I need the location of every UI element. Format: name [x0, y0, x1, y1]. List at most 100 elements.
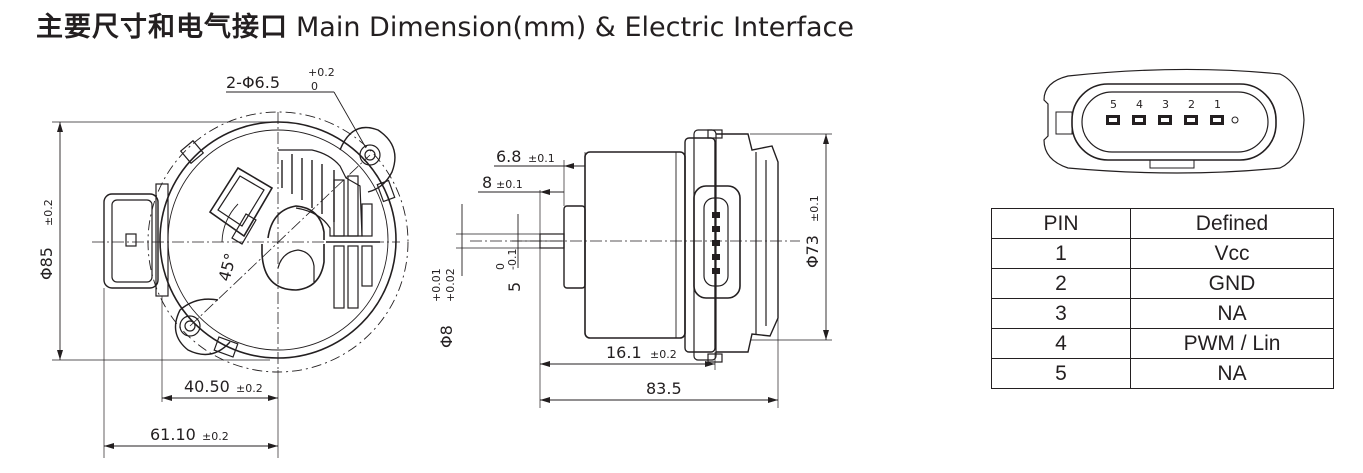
pin-number-5: 5: [1110, 98, 1117, 111]
defined-cell: GND: [1130, 268, 1334, 299]
side-rear-cover: [716, 133, 779, 353]
table-row: 2 GND: [991, 268, 1334, 299]
title-chinese: 主要尺寸和电气接口: [36, 12, 288, 43]
header-defined: Defined: [1130, 208, 1334, 239]
terminal-block-1: [333, 179, 345, 237]
dim-83-5-value: 83.5: [646, 379, 682, 398]
pin-number-3: 3: [1162, 98, 1169, 111]
dim-16-1-value: 16.1: [606, 343, 642, 362]
terminal-block-5: [347, 245, 359, 309]
u-cutout-top: [267, 205, 325, 240]
dim-8-value: 8: [482, 173, 492, 192]
w61-arrow-right: [268, 443, 278, 449]
mounting-hole-bottom-inner: [184, 320, 196, 332]
side-connector-pins: [712, 212, 720, 274]
body-diameter: Φ73: [803, 235, 822, 268]
d68-arrow: [564, 163, 574, 169]
ribs-top: [281, 154, 335, 222]
shaft-tol-upper: +0.01: [430, 268, 443, 302]
dim-6-8-value: 6.8: [496, 147, 521, 166]
rib-frame-top: [278, 149, 363, 237]
terminal-block-2: [347, 175, 359, 237]
title-english: Main Dimension(mm) & Electric Interface: [296, 12, 854, 43]
front-view: 45° 2-Φ6.5 +0.2 0 Φ85 ±0.2 40.50 ±0.2 61…: [37, 66, 409, 458]
shaft-collar: [563, 205, 586, 289]
width-40-value: 40.50: [184, 377, 230, 396]
u-cutout-inner: [277, 249, 315, 282]
connector-shell: [1043, 68, 1305, 174]
connector-side-lock: [1055, 111, 1073, 135]
pin-number-2: 2: [1188, 98, 1195, 111]
table-row: 5 NA: [991, 358, 1334, 389]
pin-cell: 4: [991, 328, 1131, 359]
d835-arrow-left: [540, 397, 550, 403]
u-cutout-bottom: [261, 244, 325, 291]
socket-inner: [217, 175, 265, 227]
d161-arrow-right: [705, 361, 715, 367]
clip-bottom: [213, 336, 239, 358]
side-connector-inner: [703, 197, 729, 287]
hole-dimension: 2-Φ6.5: [226, 73, 280, 92]
shaft-tol-lower: +0.02: [444, 268, 457, 302]
hole-leader-diag: [333, 91, 367, 149]
width-61-value: 61.10: [150, 425, 196, 444]
connector-outer-frame: [1071, 83, 1277, 161]
phi73-arrow-top: [823, 134, 829, 144]
w40-arrow-right: [268, 395, 278, 401]
table-row: 4 PWM / Lin: [991, 328, 1334, 359]
angle-label: 45°: [215, 251, 241, 283]
mounting-hole-top: [359, 144, 381, 166]
w40-arrow-left: [162, 395, 172, 401]
width-40-tol: ±0.2: [236, 382, 263, 395]
table-row: 3 NA: [991, 298, 1334, 329]
angle-line: [189, 154, 371, 327]
terminal-block-3: [361, 203, 373, 237]
front-diameter: Φ85: [37, 247, 56, 280]
body-diameter-tol: ±0.1: [808, 195, 821, 222]
angle-arc: [221, 203, 239, 243]
side-top-tab: [707, 129, 723, 139]
side-view: 6.8 ±0.1 8 ±0.1 Φ8 +0.01 +0.02 5 0 -0.1 …: [430, 129, 832, 408]
front-connector-body: [103, 193, 159, 289]
terminal-block-6: [361, 245, 373, 287]
defined-cell: NA: [1130, 358, 1334, 389]
d835-arrow-right: [768, 397, 778, 403]
table-row: 1 Vcc: [991, 238, 1334, 269]
terminal-block-4: [333, 245, 345, 309]
pin-cell: 3: [991, 298, 1131, 329]
connector-pin1-marker: [1231, 116, 1239, 124]
hole-tol-lower: 0: [311, 80, 318, 93]
mounting-hole-top-inner: [364, 149, 376, 161]
socket-tab: [231, 213, 257, 245]
page-title: 主要尺寸和电气接口 Main Dimension(mm) & Electric I…: [36, 8, 854, 48]
connector-key: [1149, 159, 1195, 169]
phi73-arrow-bottom: [823, 330, 829, 340]
header-pin: PIN: [991, 208, 1131, 239]
pin-cell: 2: [991, 268, 1131, 299]
shaft-diameter: Φ8: [437, 325, 456, 348]
flat-tol-lower: -0.1: [506, 249, 519, 270]
side-body: [584, 151, 686, 339]
pin-number-1: 1: [1214, 98, 1221, 111]
side-flange: [684, 137, 716, 353]
pin-cell: 1: [991, 238, 1131, 269]
defined-cell: PWM / Lin: [1130, 328, 1334, 359]
dim-8-tol: ±0.1: [496, 178, 523, 191]
d161-arrow-left: [540, 361, 550, 367]
dia-arrow-top: [57, 122, 63, 132]
dim-16-1-tol: ±0.2: [650, 348, 677, 361]
connector-inner-frame: [1081, 91, 1269, 153]
front-connector-inner: [111, 199, 153, 283]
connector-face: 5 4 3 2 1: [1043, 68, 1305, 174]
side-connector-outer: [693, 185, 741, 299]
defined-cell: Vcc: [1130, 238, 1334, 269]
pin-number-4: 4: [1136, 98, 1143, 111]
mounting-ear-bottom: [174, 298, 231, 356]
front-connector-latch: [125, 233, 137, 247]
clip-top-left: [179, 139, 205, 165]
defined-cell: NA: [1130, 298, 1334, 329]
hole-tol-upper: +0.2: [308, 66, 335, 79]
w61-arrow-left: [104, 443, 114, 449]
front-diameter-tol: ±0.2: [42, 199, 55, 226]
